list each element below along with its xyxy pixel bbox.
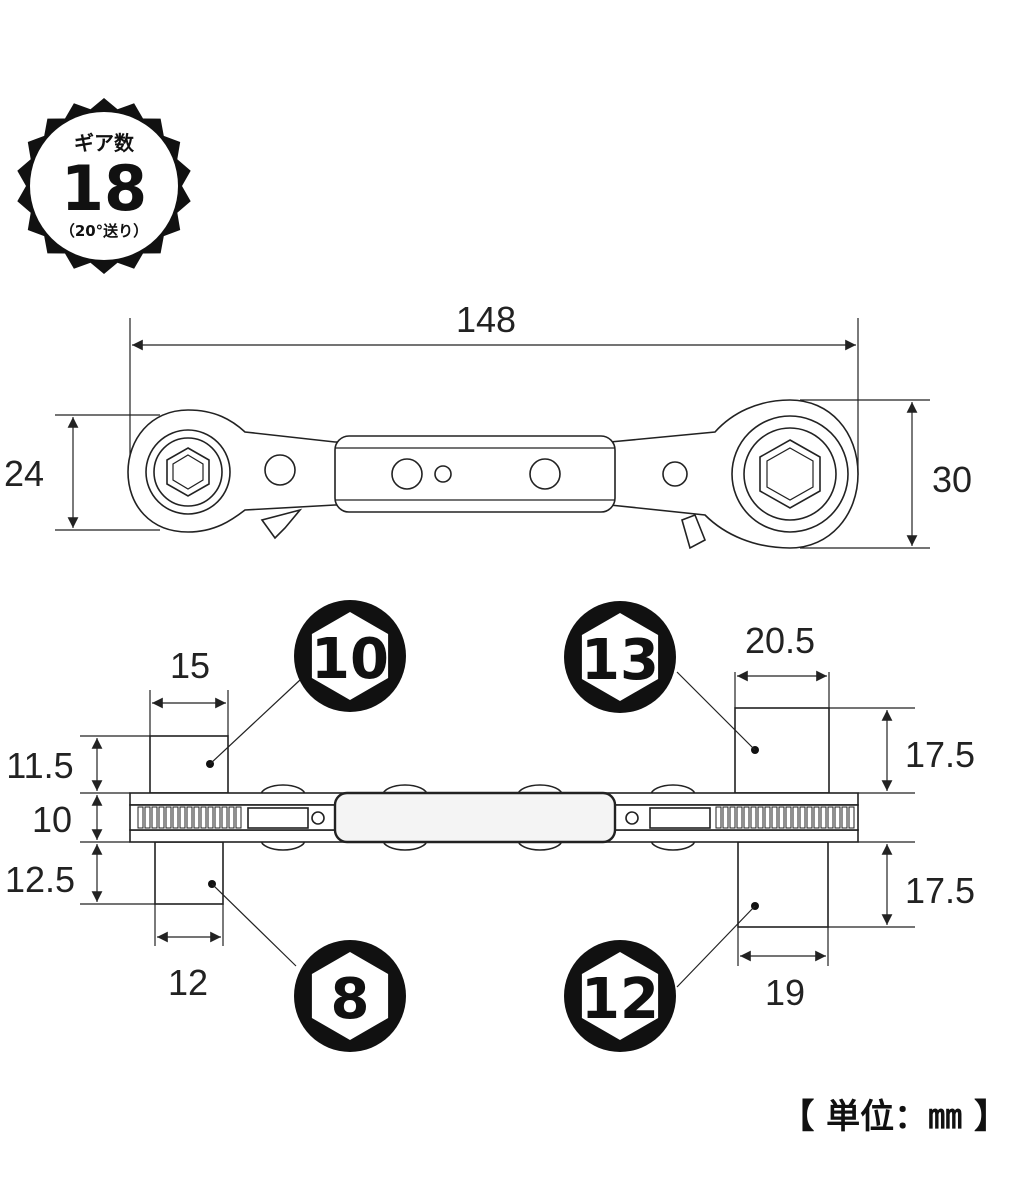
side-thickness: 10	[32, 799, 72, 840]
top-left-width: 15	[170, 645, 210, 686]
ratchet-teeth-right	[715, 806, 855, 829]
length-dimension: 148	[129, 299, 859, 475]
bottom-right-width: 19	[765, 972, 805, 1013]
badge-note: （20°送り）	[60, 222, 148, 240]
ratchet-teeth-left	[137, 806, 242, 829]
right-height-dimension: 30	[800, 399, 972, 549]
right-height-value: 30	[932, 459, 972, 500]
bottom-left-width: 12	[168, 962, 208, 1003]
left-bottom-height: 12.5	[5, 859, 75, 900]
wrench-top-view	[127, 399, 859, 550]
size-bottom-right: 12	[581, 967, 659, 1032]
top-right-width: 20.5	[745, 620, 815, 661]
gear-count-badge: ギア数 18 （20°送り）	[17, 98, 191, 274]
right-bottom-height: 17.5	[905, 870, 975, 911]
size-badge-bottom-left: 8	[294, 940, 406, 1052]
badge-label: ギア数	[74, 131, 135, 155]
socket-height-dimensions: 11.5 10 12.5 17.5 17.5	[5, 707, 975, 928]
socket-width-dimensions: 15 20.5 12 19	[149, 620, 830, 1013]
size-top-left: 10	[311, 627, 389, 692]
unit-label: 【 単位：㎜ 】	[780, 1097, 1008, 1137]
size-badge-top-left: 10	[294, 600, 406, 712]
size-badge-top-right: 13	[564, 601, 676, 713]
size-badge-bottom-right: 12	[564, 940, 676, 1052]
left-height-dimension: 24	[4, 414, 160, 531]
right-top-height: 17.5	[905, 734, 975, 775]
length-value: 148	[456, 299, 516, 340]
wrench-side-view	[129, 671, 859, 988]
size-top-right: 13	[581, 628, 659, 693]
badge-number: 18	[61, 152, 147, 225]
size-bottom-left: 8	[331, 967, 370, 1032]
left-top-height: 11.5	[6, 745, 73, 786]
left-height-value: 24	[4, 453, 44, 494]
